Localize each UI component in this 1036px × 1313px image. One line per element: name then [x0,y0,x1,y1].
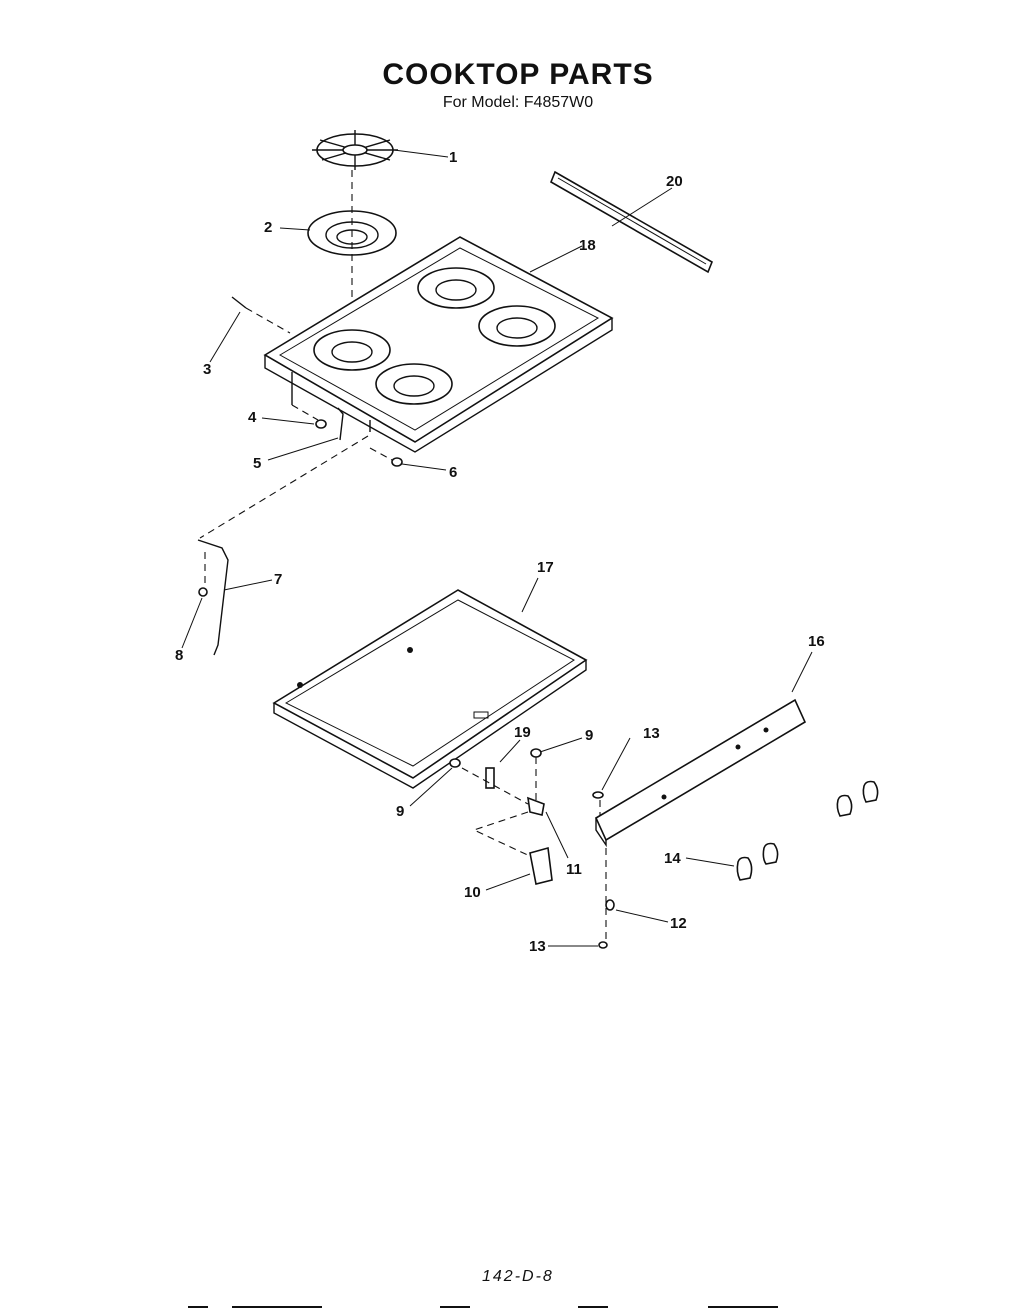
callout-20: 20 [666,173,683,190]
callout-6: 6 [449,464,457,481]
footer-rule [578,1306,608,1308]
callout-2: 2 [264,219,272,236]
callout-7: 7 [274,571,282,588]
burner-box-tray [272,589,588,789]
callout-16: 16 [808,633,825,650]
model-subtitle: For Model: F4857W0 [442,94,594,111]
manifold-panel [592,698,807,949]
callout-13b: 13 [529,938,546,955]
callout-9a: 9 [585,727,593,744]
callout-leaders [181,149,813,947]
alignment-line-7 [199,435,369,539]
callout-4: 4 [248,409,257,426]
rear-trim-bar [549,170,714,274]
callout-13a: 13 [643,725,660,742]
callout-14: 14 [664,850,681,867]
page-title: COOKTOP PARTS [382,58,654,91]
footer-rule [440,1306,470,1308]
callout-10: 10 [464,884,481,901]
callout-3: 3 [203,361,211,378]
document-code: 142-D-8 [482,1268,554,1285]
callout-9b: 9 [396,803,404,820]
terminal-block-parts [449,748,553,885]
footer-rule [232,1306,322,1308]
callout-8: 8 [175,647,183,664]
callout-12: 12 [670,915,687,932]
cooktop-panel [263,236,614,453]
callout-17: 17 [537,559,554,576]
hold-down-parts [291,404,403,467]
callout-18: 18 [579,237,596,254]
control-knobs [736,780,879,881]
footer-rule [708,1306,778,1308]
callout-19: 19 [514,724,531,741]
burner-grate [312,130,398,170]
callout-numbers: 1 2 3 4 5 6 7 8 9 9 10 11 12 13 13 14 16… [175,149,825,955]
support-rod [197,539,229,656]
footer-rule [188,1306,208,1308]
screw-3 [231,296,291,334]
callout-5: 5 [253,455,261,472]
callout-11: 11 [566,861,582,878]
callout-1: 1 [449,149,457,166]
